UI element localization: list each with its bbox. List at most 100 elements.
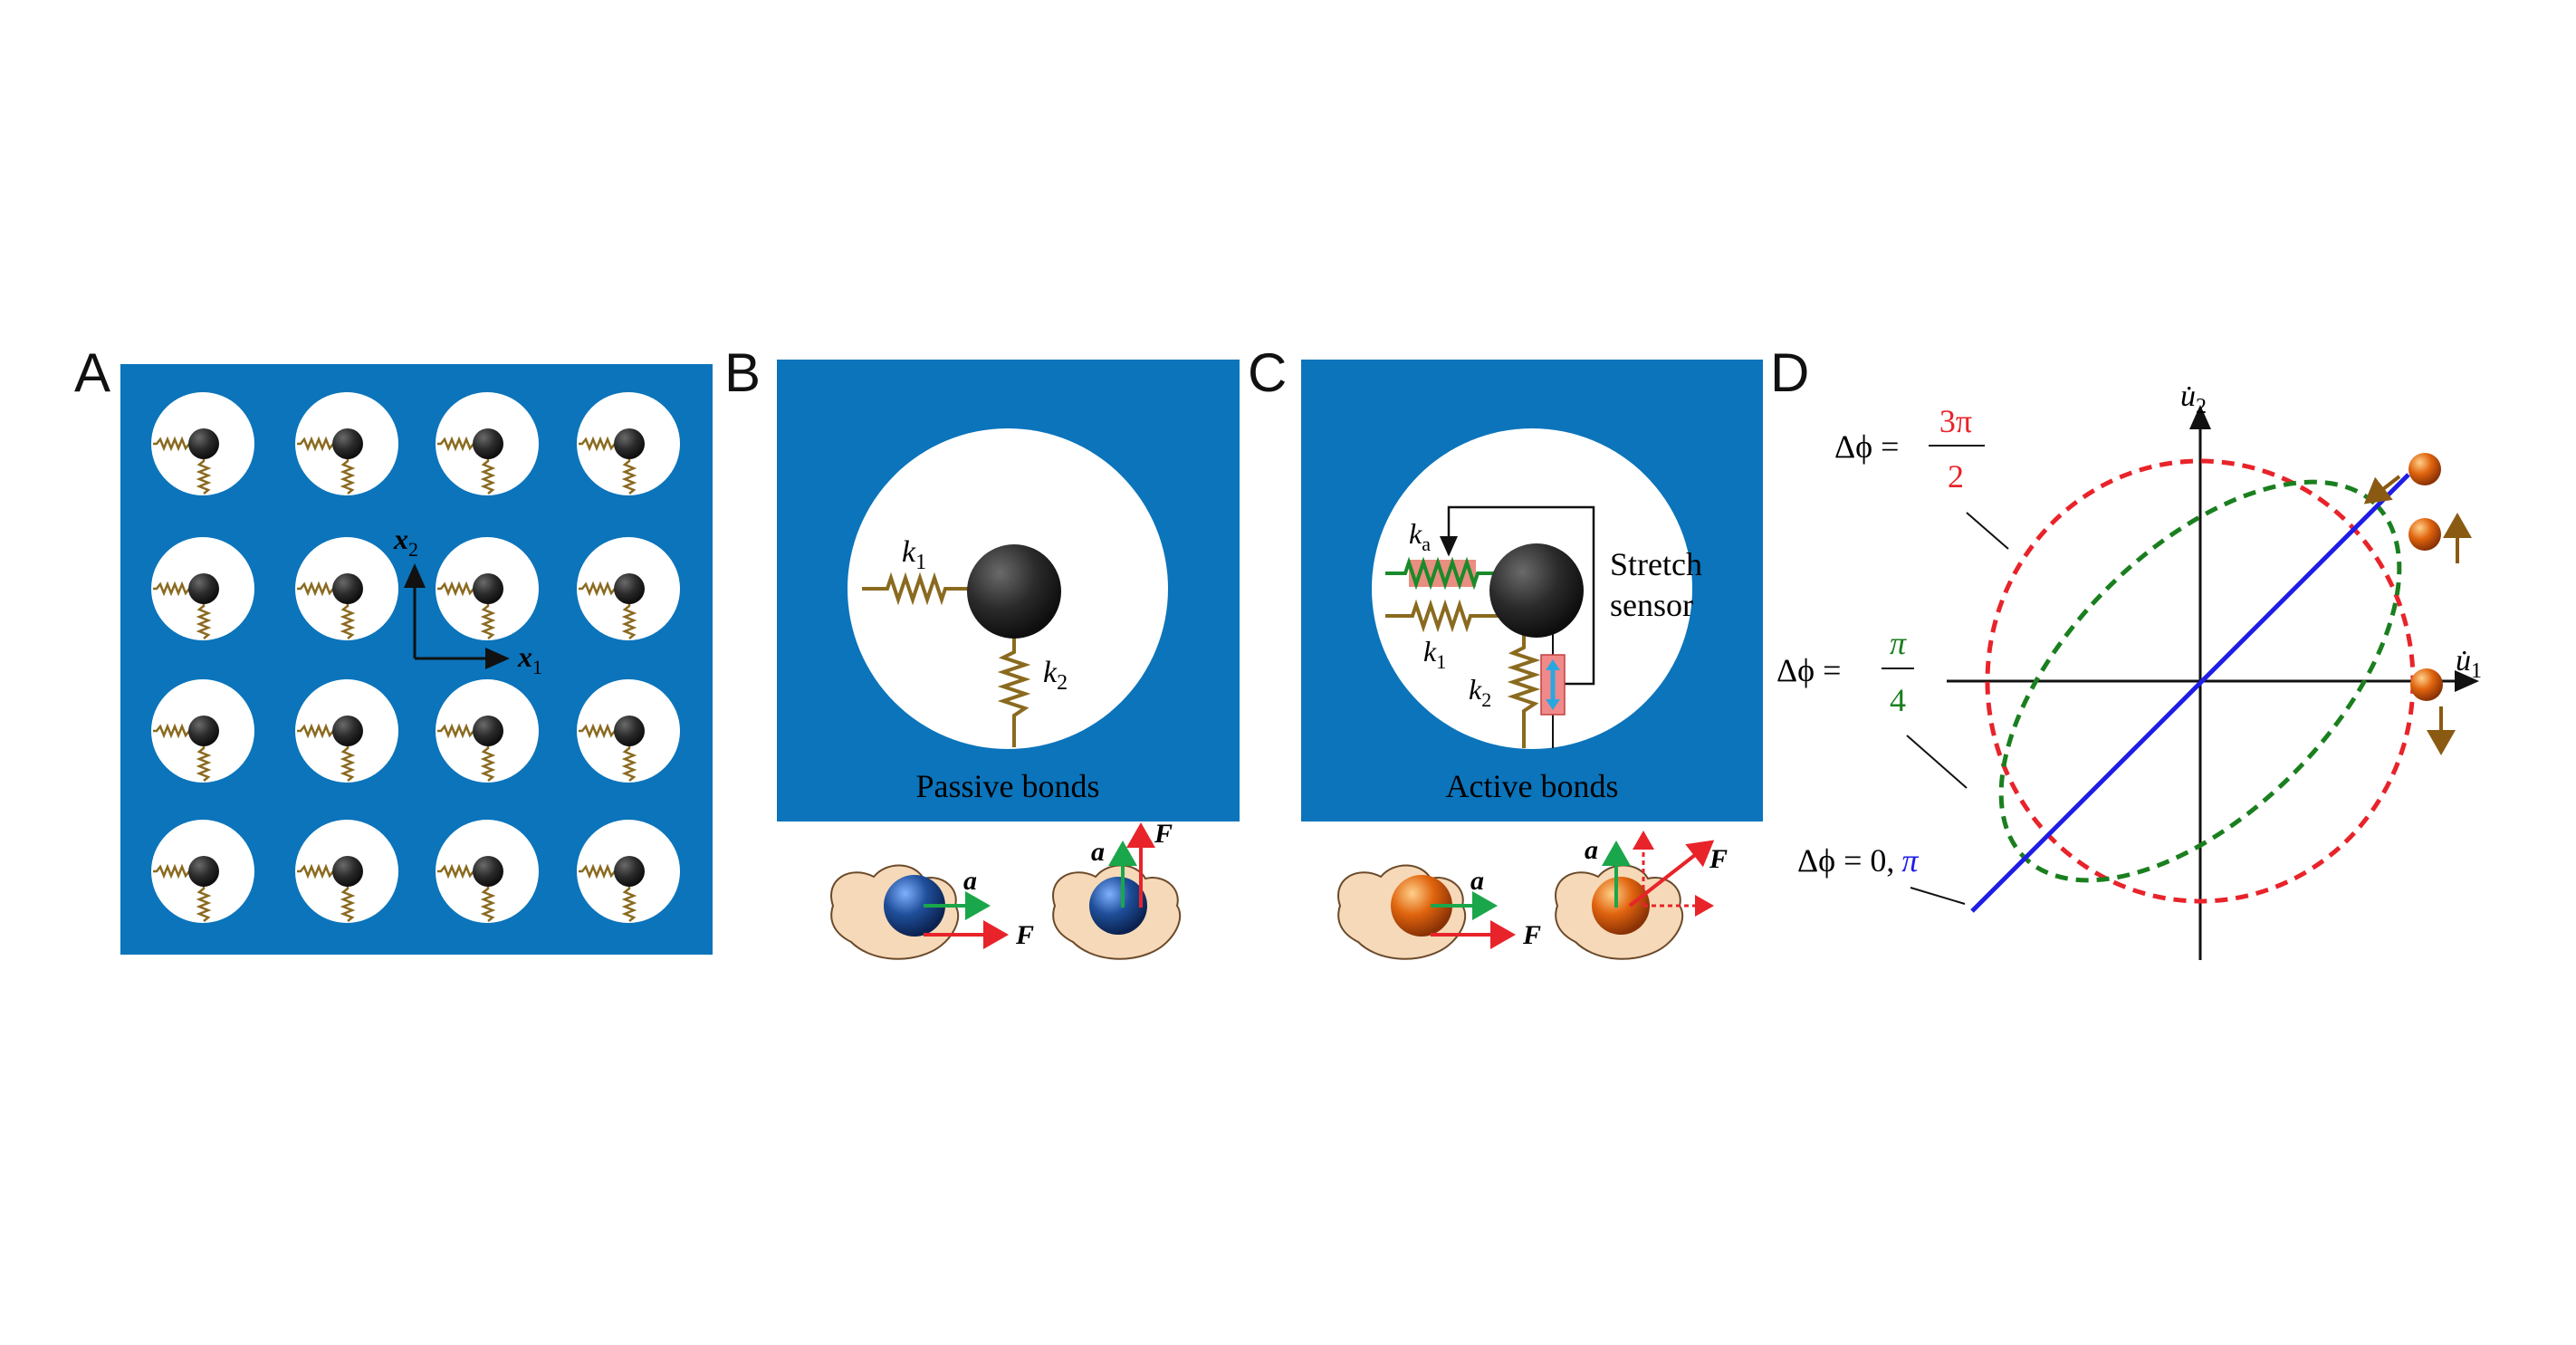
ball-orange <box>1391 875 1452 937</box>
lattice-cell <box>577 679 680 783</box>
lattice-cell <box>295 392 398 495</box>
label-green-phase: Δϕ = π 4 <box>1776 625 1914 718</box>
spring-horizontal <box>153 436 190 452</box>
lattice-cell <box>436 820 539 923</box>
spring-vertical <box>480 745 496 782</box>
stretch-sensor-label-line2: sensor <box>1610 587 1693 623</box>
x2-axis-label: x2 <box>393 523 418 561</box>
spring-horizontal <box>153 723 190 739</box>
lattice-cell <box>295 820 398 923</box>
leader-red <box>1966 512 2009 550</box>
k1-label: k1 <box>902 535 926 574</box>
lattice-cell <box>436 679 539 783</box>
mass-ball <box>614 856 645 887</box>
lattice-cell <box>436 392 539 495</box>
svg-text:Δϕ =: Δϕ = <box>1834 428 1899 465</box>
mass-ball <box>188 856 219 887</box>
spring-vertical <box>196 457 212 495</box>
spring-vertical <box>480 885 496 922</box>
k2-label: k2 <box>1469 673 1491 711</box>
panel-b-label: B <box>724 342 761 403</box>
hand-illustration-b2: a F <box>1052 819 1182 960</box>
spring-horizontal <box>579 863 616 879</box>
lattice-cell <box>577 392 680 495</box>
spring-vertical <box>621 602 637 639</box>
spring-horizontal <box>153 863 190 879</box>
spring-horizontal <box>579 581 616 597</box>
lattice-cell <box>436 537 539 640</box>
trajectory-blue-line <box>1970 473 2410 913</box>
spring-vertical <box>340 602 356 639</box>
lattice-cell <box>151 679 254 783</box>
u1-axis-label: u̇1 <box>2456 644 2482 683</box>
vector-F-label: F <box>1709 844 1728 874</box>
spring-horizontal <box>437 581 474 597</box>
vector-F-label: F <box>1154 819 1173 849</box>
active-bonds-caption: Active bonds <box>1446 768 1619 804</box>
axes-a: x1 x2 <box>393 523 542 678</box>
ka-label: ka <box>1409 517 1431 555</box>
vector-a-label: a <box>963 866 977 896</box>
label-blue-phase: Δϕ = 0,π <box>1797 842 1919 879</box>
spring-horizontal <box>153 581 190 597</box>
svg-text:4: 4 <box>1890 682 1906 718</box>
svg-text:3π: 3π <box>1939 403 1972 439</box>
spring-k1 <box>862 572 971 606</box>
mass-ball <box>332 428 363 459</box>
panel-c-label: C <box>1248 342 1287 403</box>
passive-bonds-caption: Passive bonds <box>915 768 1099 804</box>
spring-vertical <box>196 745 212 782</box>
spring-vertical <box>340 745 356 782</box>
mass-ball <box>332 716 363 746</box>
lattice-cell <box>295 679 398 783</box>
spring-k1 <box>1385 599 1503 633</box>
mass-ball <box>967 544 1061 639</box>
svg-text:Δϕ = 0,π: Δϕ = 0,π <box>1797 842 1919 879</box>
mass-ball <box>473 573 503 604</box>
spring-horizontal <box>297 863 334 879</box>
lattice-cell <box>151 537 254 640</box>
feedback-wire <box>1447 505 1595 686</box>
spring-vertical <box>340 885 356 922</box>
stretch-sensor-label-line1: Stretch <box>1610 546 1702 582</box>
spring-k2 <box>1507 634 1541 748</box>
ball-blue <box>1089 877 1147 935</box>
panel-a: A x1 x2 <box>74 342 713 955</box>
panel-a-label: A <box>74 342 110 403</box>
hand-illustration-c1: a F <box>1337 864 1541 960</box>
x1-axis-label: x1 <box>517 640 542 678</box>
mass-ball <box>614 716 645 746</box>
mass-ball <box>614 428 645 459</box>
lattice-cell <box>151 820 254 923</box>
spring-vertical <box>340 457 356 495</box>
lattice-cell <box>577 820 680 923</box>
spring-horizontal <box>437 723 474 739</box>
label-red-phase: Δϕ = 3π 2 <box>1834 403 1985 495</box>
panel-b: B k1 k2 Passive bonds a F a F <box>724 342 1240 960</box>
mass-ball <box>473 716 503 746</box>
vector-a-label: a <box>1470 866 1484 896</box>
mass-ball <box>473 856 503 887</box>
mass-ball <box>473 428 503 459</box>
panel-d-label: D <box>1770 342 1809 403</box>
svg-text:2: 2 <box>1948 458 1964 495</box>
spring-horizontal <box>437 863 474 879</box>
spring-horizontal <box>437 436 474 452</box>
spring-horizontal <box>579 436 616 452</box>
spring-horizontal <box>297 436 334 452</box>
mass-ball <box>332 856 363 887</box>
k1-label: k1 <box>1423 635 1446 673</box>
mass-ball <box>332 573 363 604</box>
ball-blue <box>884 875 945 937</box>
mass-ball <box>188 428 219 459</box>
hand-illustration-c2: a F <box>1555 831 1728 960</box>
ball-orange <box>2408 453 2441 485</box>
u2-axis-label: u̇2 <box>2180 379 2207 418</box>
spring-vertical <box>621 885 637 922</box>
spring-horizontal <box>297 723 334 739</box>
ball-orange <box>2410 668 2443 701</box>
svg-text:π: π <box>1890 625 1907 661</box>
spring-k2 <box>997 637 1031 747</box>
spring-horizontal <box>297 581 334 597</box>
